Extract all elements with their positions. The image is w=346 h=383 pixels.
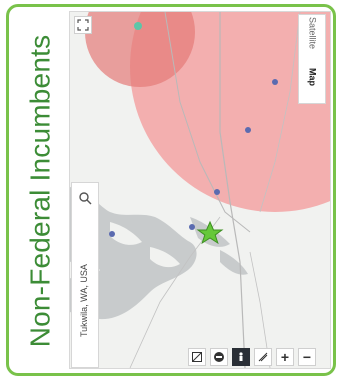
search-icon[interactable]	[78, 191, 92, 205]
draw-rectangle-button[interactable]	[188, 348, 206, 366]
search-input[interactable]: Tukwila, WA, USA	[71, 182, 99, 368]
road	[164, 12, 251, 233]
zoom-in-label: +	[280, 349, 290, 365]
water-body	[70, 187, 197, 320]
fullscreen-icon	[77, 19, 89, 31]
star-marker-icon[interactable]	[196, 220, 224, 245]
coverage-core	[85, 12, 195, 87]
satellite-tab[interactable]: Satellite	[307, 16, 318, 50]
measure-button[interactable]	[254, 348, 272, 366]
pegman-icon	[239, 352, 243, 361]
map-view[interactable]: Satellite Map Tukwila, WA, USA	[69, 11, 331, 369]
map-type-control[interactable]: Satellite Map	[298, 14, 326, 104]
route-marker	[109, 231, 115, 237]
route-marker	[245, 127, 251, 133]
layer-toggle-button[interactable]	[210, 348, 228, 366]
zoom-in-button[interactable]: +	[276, 348, 294, 366]
island	[150, 247, 180, 268]
layer-icon	[214, 352, 224, 362]
incumbents-card: Non-Federal Incumbents	[6, 4, 336, 376]
road	[259, 12, 301, 213]
zoom-out-button[interactable]: −	[298, 348, 316, 366]
title-container: Non-Federal Incumbents	[17, 15, 63, 367]
measure-icon	[258, 352, 268, 362]
pegman-button[interactable]	[232, 348, 250, 366]
card-title: Non-Federal Incumbents	[24, 34, 55, 348]
island	[110, 222, 142, 245]
map-tab[interactable]: Map	[307, 68, 318, 86]
route-marker	[214, 189, 220, 195]
draw-shape-icon	[192, 352, 202, 362]
map-canvas[interactable]	[70, 12, 330, 368]
site-dot	[134, 22, 142, 30]
search-value: Tukwila, WA, USA	[79, 264, 89, 337]
zoom-out-label: −	[302, 349, 312, 365]
route-marker	[272, 79, 278, 85]
fullscreen-button[interactable]	[74, 16, 92, 34]
road	[249, 251, 271, 368]
highway-road	[219, 12, 246, 368]
lake	[220, 250, 248, 275]
route-marker	[189, 224, 195, 230]
